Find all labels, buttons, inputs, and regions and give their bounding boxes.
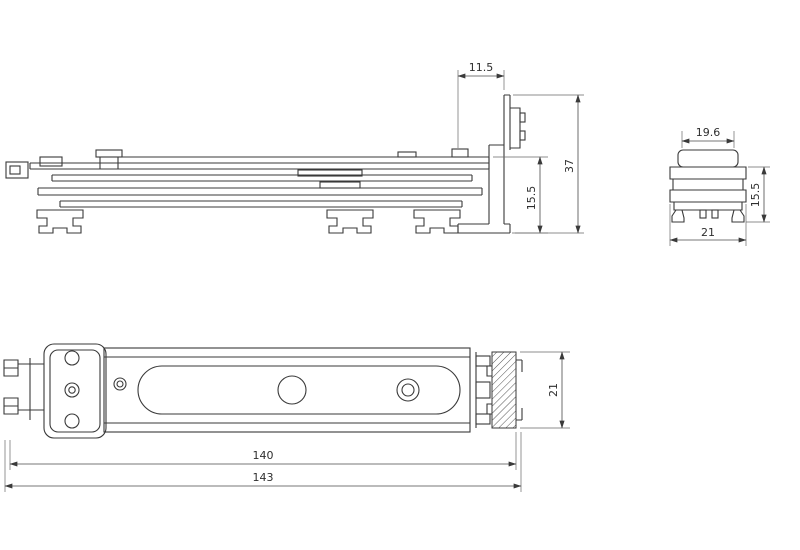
dim-label: 19.6	[696, 126, 721, 139]
bracket-upper-arm	[503, 94, 511, 150]
large-hole	[277, 375, 307, 405]
end-view: 19.6 15.5 21	[669, 126, 770, 246]
screw-hole	[64, 413, 80, 429]
dim-plan-length-inner: 140	[9, 432, 517, 470]
dim-side-top-offset: 11.5	[457, 61, 505, 148]
screw-hole	[64, 350, 80, 366]
mount-clip	[413, 209, 461, 234]
dim-label: 11.5	[469, 61, 494, 74]
dim-end-height: 15.5	[746, 166, 770, 223]
mount-clip	[36, 209, 84, 234]
dim-side-overall-height: 37	[513, 94, 584, 234]
end-base	[673, 201, 743, 211]
dim-label: 143	[253, 471, 274, 484]
plan-left-clip	[3, 397, 19, 415]
dim-side-body-height: 15.5	[493, 156, 548, 234]
end-foot-left	[671, 209, 685, 223]
plan-view: 21 140 143	[3, 343, 570, 492]
dim-end-bottom-width: 21	[669, 204, 747, 246]
bracket-foot	[457, 223, 511, 234]
screw-hole	[64, 382, 80, 398]
dim-end-top-width: 19.6	[681, 126, 735, 148]
dim-label: 15.5	[525, 186, 538, 211]
plan-slot	[137, 365, 461, 415]
end-cap	[677, 149, 739, 168]
plan-main-plate	[103, 347, 471, 433]
end-foot-right	[731, 209, 745, 223]
dim-label: 37	[563, 159, 576, 173]
side-rail-top	[29, 156, 490, 170]
dim-label: 21	[547, 383, 560, 397]
bracket-plate	[488, 144, 505, 224]
screw-hole	[113, 377, 127, 391]
hatched-section	[491, 351, 517, 429]
plan-left-bracket	[43, 343, 107, 439]
side-view: 11.5 15.5 37	[5, 61, 584, 234]
dim-plan-length-overall: 143	[4, 432, 522, 492]
dim-label: 140	[253, 449, 274, 462]
side-roller-block	[95, 149, 123, 158]
dim-label: 21	[701, 226, 715, 239]
dim-plan-width: 21	[520, 351, 570, 429]
screw-hole	[396, 378, 420, 402]
side-rail-bottom	[59, 200, 463, 208]
side-rail-mid	[51, 174, 473, 182]
mount-clip	[326, 209, 374, 234]
plan-left-clip	[3, 359, 19, 377]
side-left-endcap	[5, 161, 29, 179]
dim-label: 15.5	[749, 183, 762, 208]
